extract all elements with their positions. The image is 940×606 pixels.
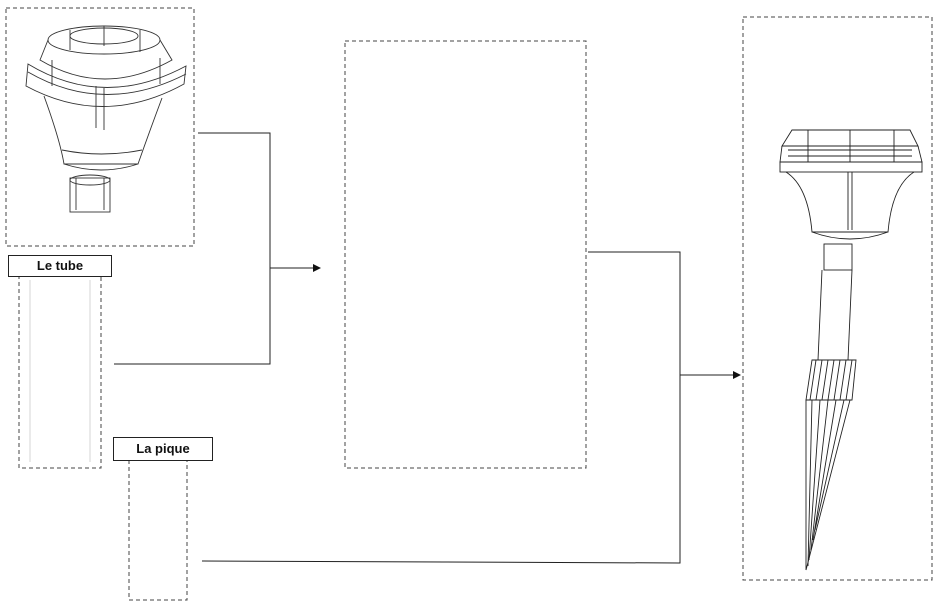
- pique-panel: [128, 459, 188, 601]
- lamp-head-panel: [5, 7, 195, 247]
- tube-panel: [18, 274, 102, 469]
- assembled-lamp-drawing-icon: [779, 129, 923, 571]
- connector-middle-to-assembled: [201, 251, 681, 564]
- tube-label: Le tube: [8, 255, 112, 277]
- lamp-head-drawing-icon: [25, 25, 187, 213]
- tube-drawing-icon: [29, 280, 91, 462]
- middle-panel: [344, 40, 587, 469]
- pique-label: La pique: [113, 437, 213, 461]
- connector-head-to-middle: [114, 132, 271, 365]
- assembled-lamp-panel: [742, 16, 933, 581]
